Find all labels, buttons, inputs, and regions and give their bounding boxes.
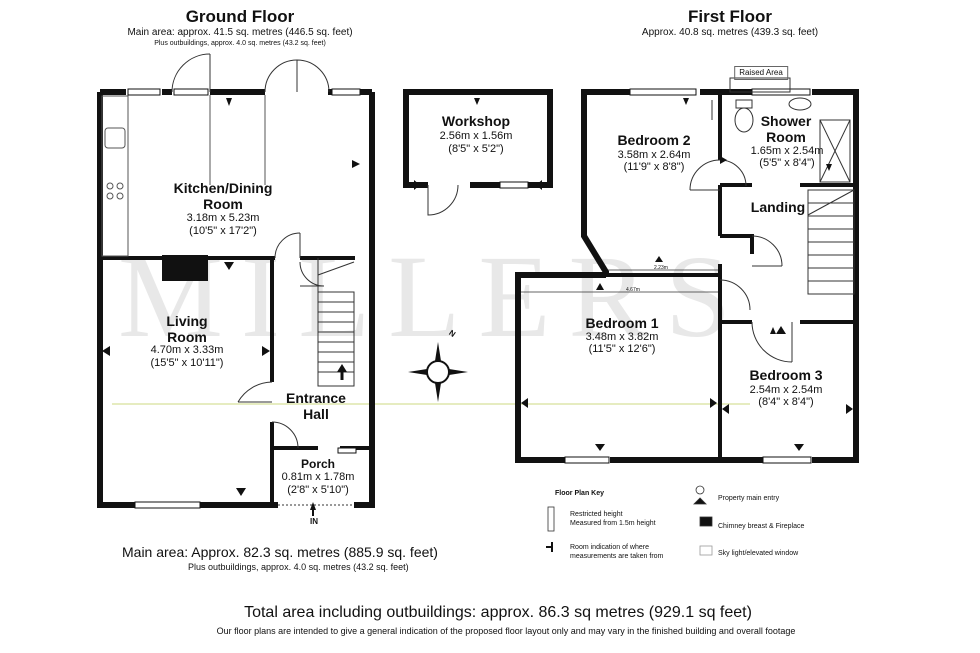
living-imperial: (15'5" x 10'11") [150,357,224,369]
summary-main-area: Main area: Approx. 82.3 sq. metres (885.… [122,544,438,560]
living-name-1: Living [166,313,208,329]
porch-metric: 0.81m x 1.78m [281,471,355,483]
landing-name: Landing [750,199,806,215]
bedroom3-name: Bedroom 3 [749,367,823,383]
workshop-name: Workshop [441,113,511,129]
bedroom3-metric: 2.54m x 2.54m [749,384,823,396]
bedroom1-name: Bedroom 1 [585,315,659,331]
key-title: Floor Plan Key [555,490,605,497]
living-metric: 4.70m x 3.33m [150,344,224,356]
key-measurements-taken: measurements are taken from [570,553,664,560]
first-floor-inner-walls [606,92,856,460]
key-restricted-height: Restricted height [570,511,623,518]
ground-floor-walls [97,89,375,508]
hall-name-2: Hall [303,406,329,422]
kitchen-imperial: (10'5" x 17'2") [189,225,257,237]
key-main-entry: Property main entry [718,495,780,502]
porch-imperial: (2'8" x 5'10") [287,484,349,496]
measure-label-2: 4.67m [626,287,640,293]
ground-floor-outbuildings: Plus outbuildings, approx. 4.0 sq. metre… [154,40,326,47]
ground-floor-title: Ground Floor [185,7,295,26]
key-chimney: Chimney breast & Fireplace [718,523,805,530]
bedroom2-metric: 3.58m x 2.64m [617,149,691,161]
porch-name: Porch [300,457,336,471]
key-room-indication: Room indication of where [570,544,649,551]
bedroom3-imperial: (8'4" x 8'4") [758,396,814,408]
kitchen-metric: 3.18m x 5.23m [186,212,260,224]
kitchen-name-2: Room [203,196,243,212]
shower-name-2: Room [766,129,806,145]
workshop-imperial: (8'5" x 5'2") [448,143,504,155]
summary-disclaimer: Our floor plans are intended to give a g… [216,626,796,636]
measure-label-1: 2.23m [654,265,668,271]
kitchen-name-1: Kitchen/Dining [173,180,273,196]
bedroom2-name: Bedroom 2 [617,132,691,148]
first-floor-title: First Floor [687,7,773,26]
raised-area-label: Raised Area [734,66,788,80]
summary-total: Total area including outbuildings: appro… [244,604,752,621]
workshop-metric: 2.56m x 1.56m [439,130,513,142]
shower-imperial: (5'5" x 8'4") [759,157,815,169]
chimney-breast [162,255,208,281]
summary-outbuildings: Plus outbuildings, approx. 4.0 sq. metre… [188,562,409,572]
compass [408,342,468,402]
hall-name-1: Entrance [286,390,346,406]
ground-floor-main-area: Main area: approx. 41.5 sq. metres (446.… [127,27,353,38]
living-name-2: Room [167,329,207,345]
key-icons [546,485,713,556]
bedroom1-metric: 3.48m x 3.82m [585,331,659,343]
shower-metric: 1.65m x 2.54m [750,145,824,157]
key-skylight: Sky light/elevated window [718,550,799,557]
entry-label: IN [310,517,318,526]
first-floor-area: Approx. 40.8 sq. metres (439.3 sq. feet) [641,27,819,38]
bedroom2-imperial: (11'9" x 8'8") [623,161,685,173]
key-measured-from: Measured from 1.5m height [570,520,656,527]
bedroom1-imperial: (11'5" x 12'6") [588,343,656,355]
shower-name-1: Shower [760,113,812,129]
